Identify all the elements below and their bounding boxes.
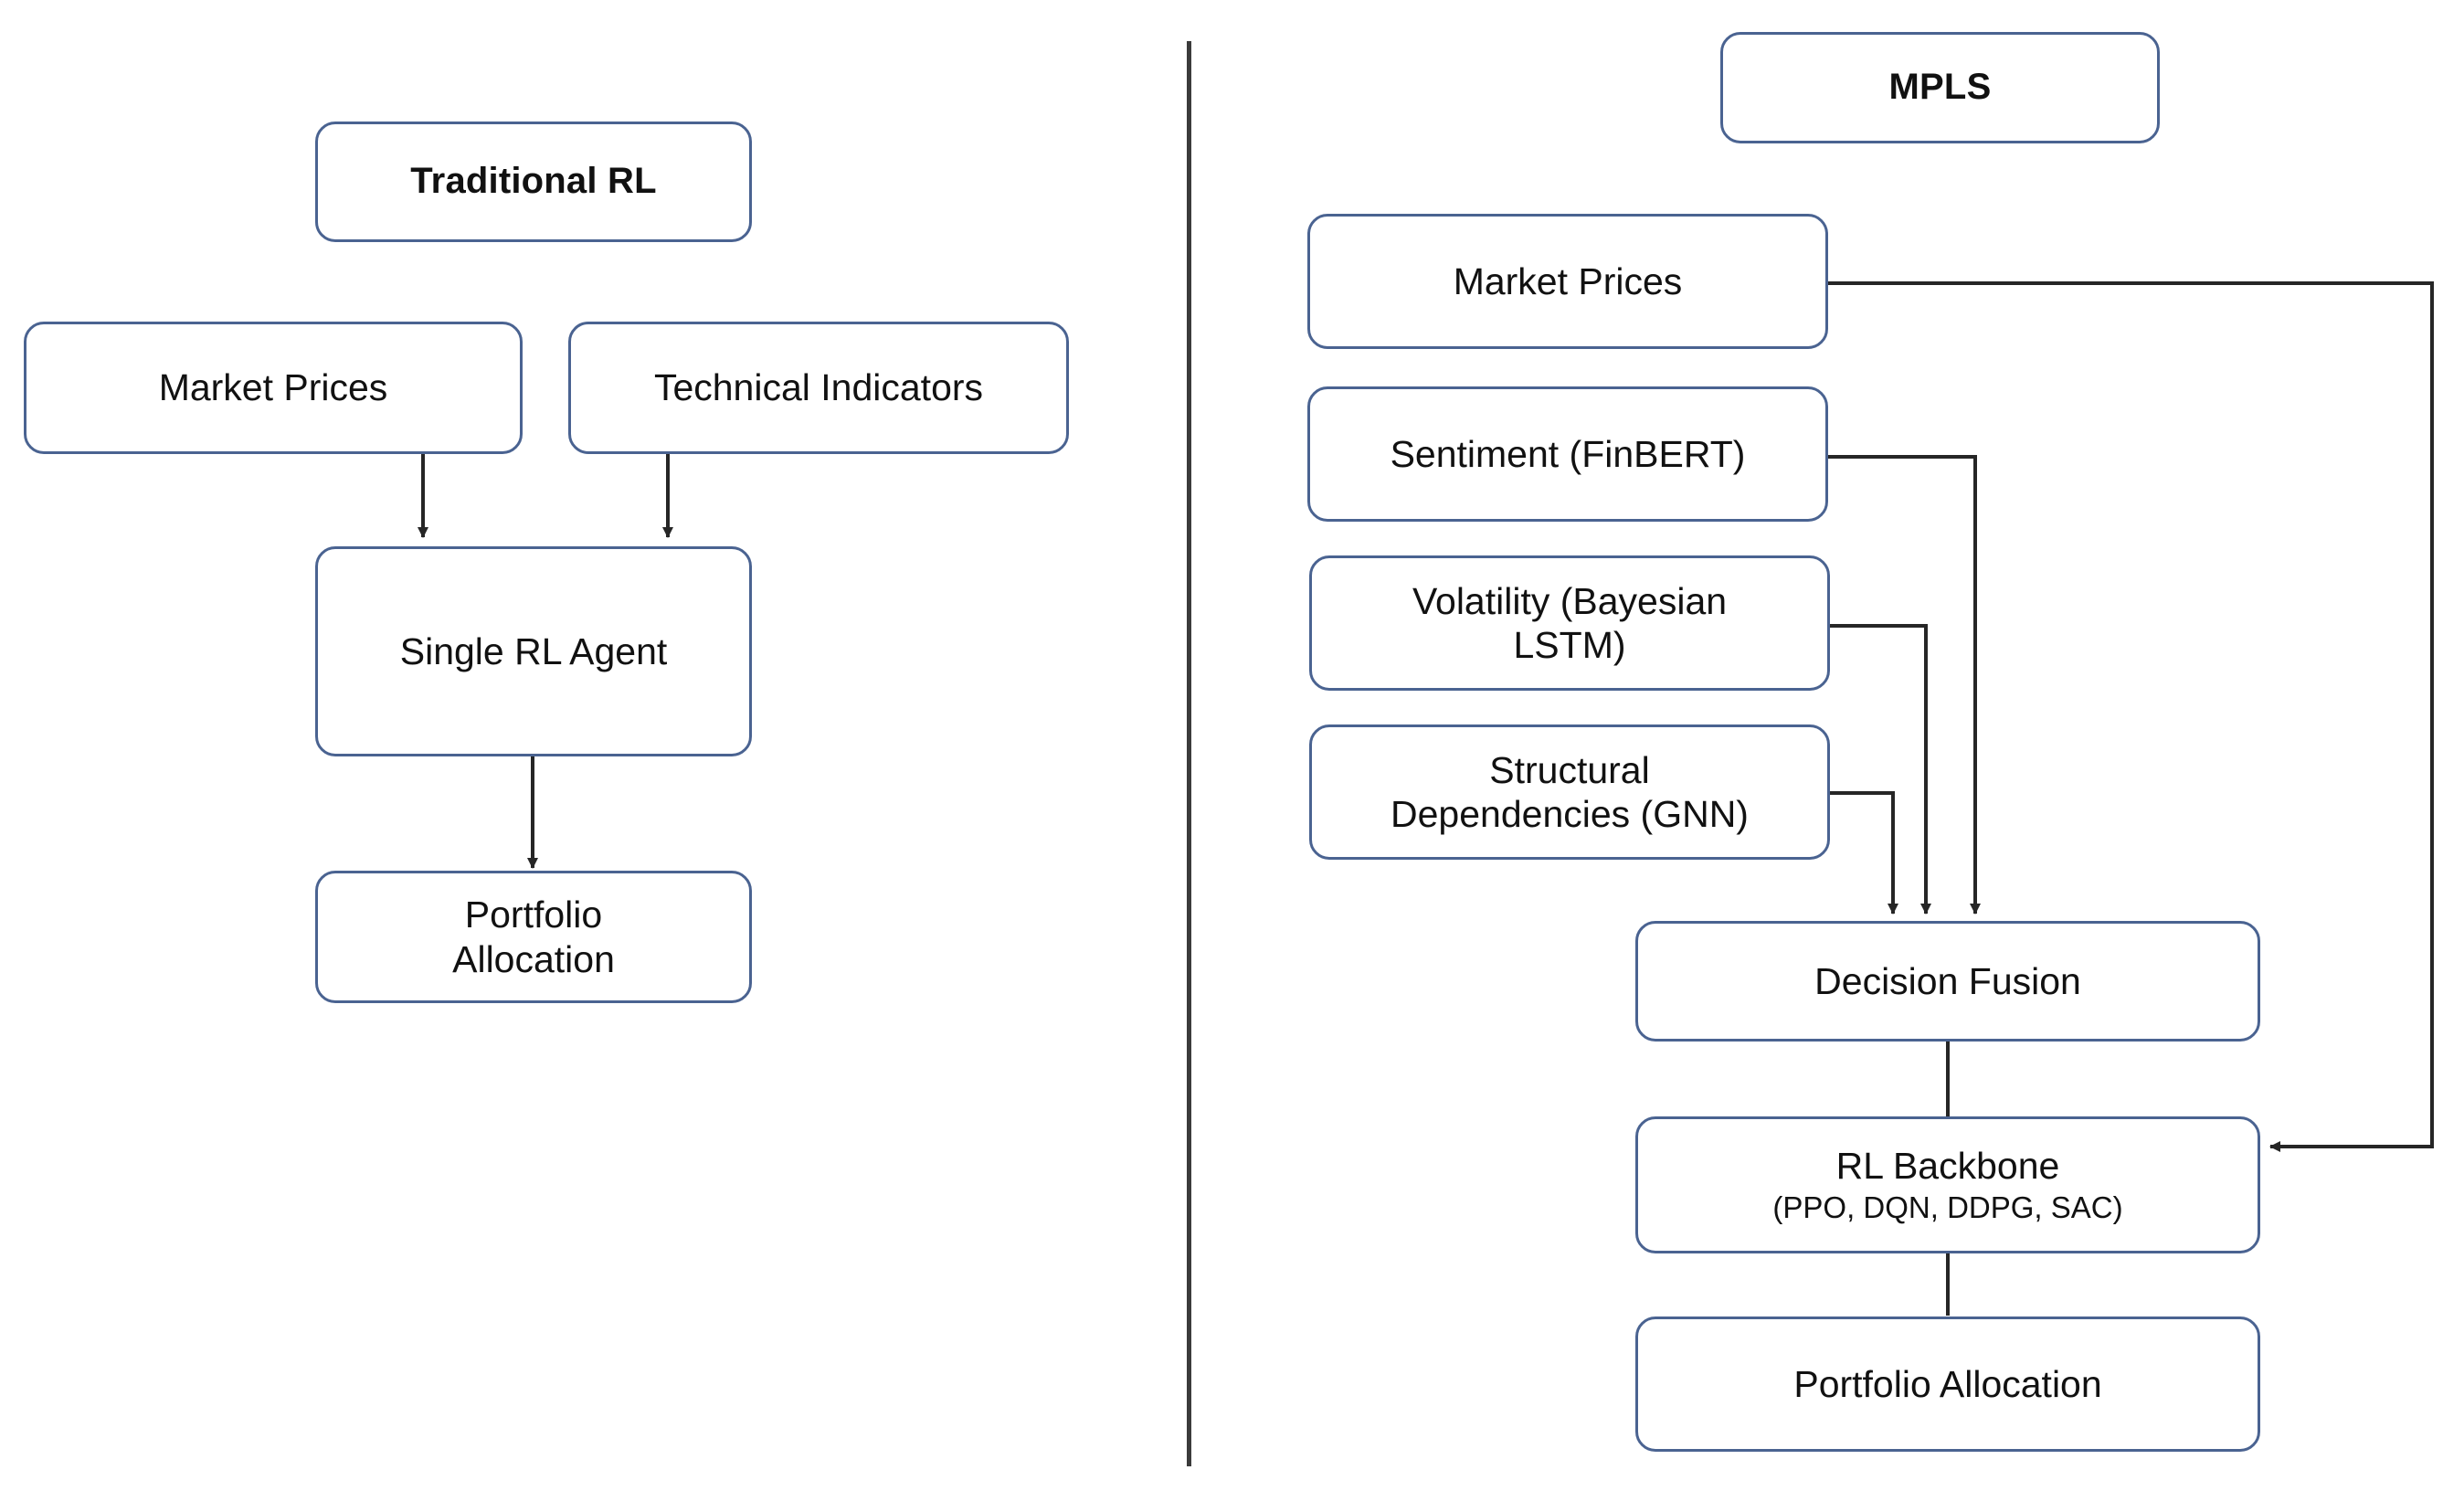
right-portfolio-allocation-label: Portfolio Allocation: [1793, 1362, 2102, 1405]
right-input-volatility-line2: LSTM): [1513, 624, 1626, 666]
left-input-technical-indicators-label: Technical Indicators: [653, 366, 984, 409]
right-input-market-prices-label: Market Prices: [1453, 259, 1683, 302]
traditional-rl-title-label: Traditional RL: [410, 161, 657, 202]
single-rl-agent-box[interactable]: Single RL Agent: [315, 546, 752, 756]
right-portfolio-allocation-box[interactable]: Portfolio Allocation: [1635, 1317, 2260, 1452]
decision-fusion-box[interactable]: Decision Fusion: [1635, 921, 2260, 1042]
left-portfolio-allocation-line2: Allocation: [452, 937, 615, 980]
right-input-sentiment-finbert-label: Sentiment (FinBERT): [1390, 432, 1746, 475]
single-rl-agent-label: Single RL Agent: [399, 629, 668, 672]
right-input-structural-dependencies-gnn[interactable]: Structural Dependencies (GNN): [1309, 724, 1830, 860]
decision-fusion-label: Decision Fusion: [1814, 959, 2081, 1002]
right-input-structural-line1: Structural: [1489, 748, 1650, 791]
right-input-sentiment-finbert[interactable]: Sentiment (FinBERT): [1307, 386, 1828, 522]
rl-backbone-title-label: RL Backbone: [1835, 1145, 2060, 1188]
mpls-title-box: MPLS: [1720, 32, 2160, 143]
traditional-rl-title-box: Traditional RL: [315, 122, 752, 242]
right-input-market-prices[interactable]: Market Prices: [1307, 214, 1828, 349]
left-input-market-prices[interactable]: Market Prices: [24, 322, 523, 454]
rl-backbone-box[interactable]: RL Backbone (PPO, DQN, DDPG, SAC): [1635, 1116, 2260, 1253]
right-input-volatility-bayesian-lstm[interactable]: Volatility (Bayesian LSTM): [1309, 555, 1830, 691]
panel-divider: [1187, 41, 1191, 1466]
left-input-market-prices-label: Market Prices: [158, 366, 388, 409]
left-portfolio-allocation-box[interactable]: Portfolio Allocation: [315, 871, 752, 1003]
right-input-volatility-line1: Volatility (Bayesian: [1412, 579, 1728, 622]
mpls-title-label: MPLS: [1888, 67, 1992, 108]
left-portfolio-allocation-line1: Portfolio: [464, 894, 603, 936]
left-input-technical-indicators[interactable]: Technical Indicators: [568, 322, 1069, 454]
right-input-structural-line2: Dependencies (GNN): [1391, 793, 1749, 835]
rl-backbone-algorithms-label: (PPO, DQN, DDPG, SAC): [1772, 1190, 2123, 1224]
